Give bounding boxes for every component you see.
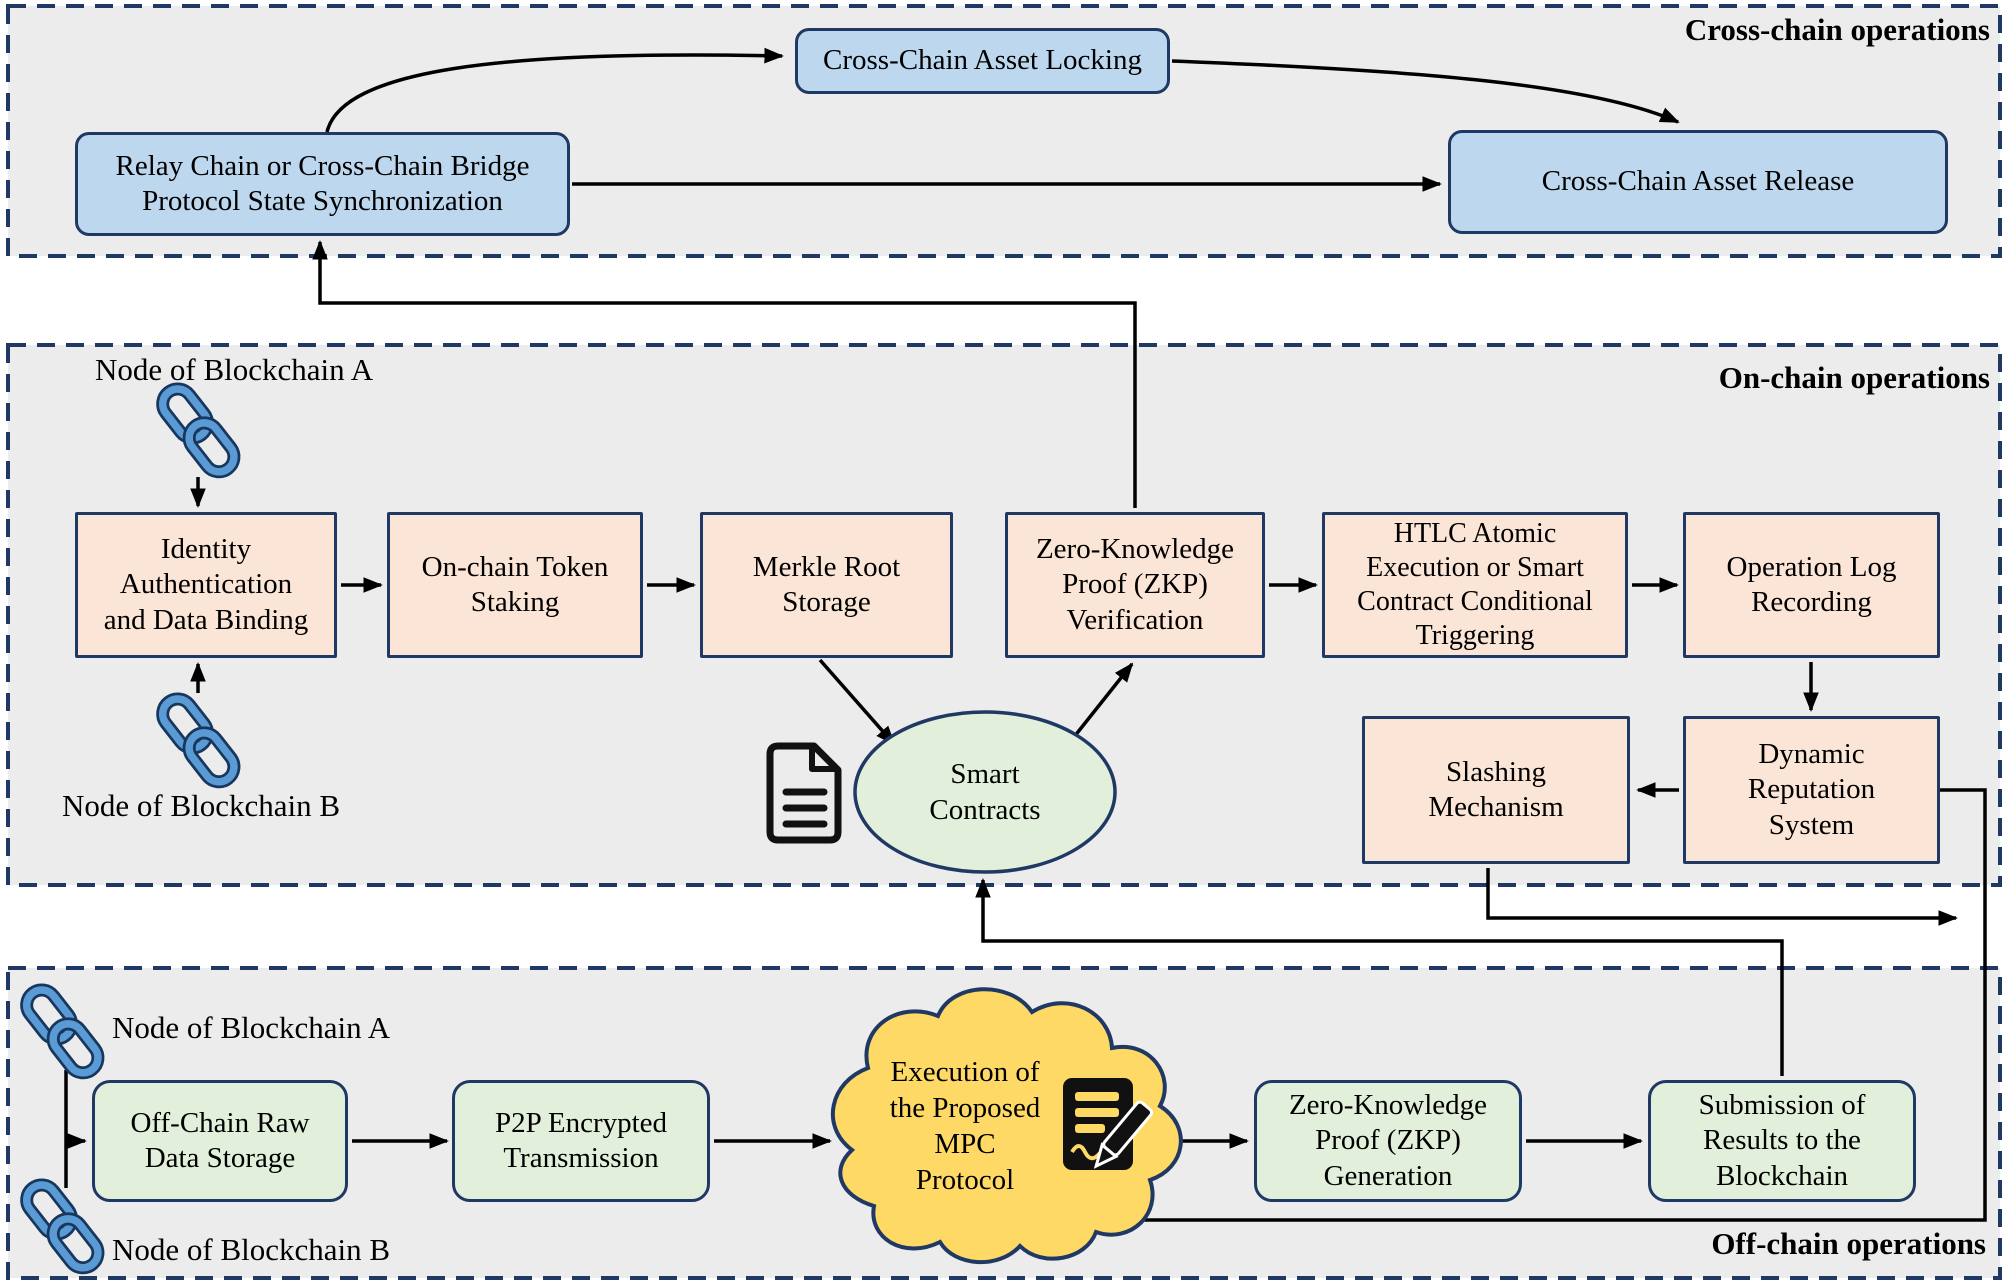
box-zkp-generation: Zero-Knowledge Proof (ZKP) Generation [1254,1080,1522,1202]
conn-submission-to-smartcontracts [975,878,1784,1076]
document-icon [766,742,842,844]
box-htlc-atomic-execution: HTLC Atomic Execution or Smart Contract … [1322,512,1628,658]
on-chain-section-label: On-chain operations [1718,360,1990,395]
conn-nodes-to-rawstorage [64,1070,85,1188]
box-cross-chain-asset-locking: Cross-Chain Asset Locking [795,28,1170,94]
conn-reputation-to-mpccloud [1106,788,1987,1228]
smart-contracts-ellipse [853,710,1117,874]
box-submission-of-results: Submission of Results to the Blockchain [1648,1080,1916,1202]
box-operation-log: Operation Log Recording [1683,512,1940,658]
box-relay-chain-sync: Relay Chain or Cross-Chain Bridge Protoc… [75,132,570,236]
conn-relay-to-locking [325,47,784,133]
box-dynamic-reputation: Dynamic Reputation System [1683,716,1940,864]
clipboard-pen-icon [1063,1078,1154,1170]
off-chain-node-a-label: Node of Blockchain A [112,1010,391,1045]
box-identity-authentication: Identity Authentication and Data Binding [75,512,337,658]
box-slashing-mechanism: Slashing Mechanism [1362,716,1630,864]
on-chain-node-a-label: Node of Blockchain A [95,352,374,387]
conn-zkpverify-to-relay [312,240,1137,508]
off-chain-node-b-label: Node of Blockchain B [112,1232,391,1267]
box-token-staking: On-chain Token Staking [387,512,643,658]
mpc-cloud [830,987,1183,1265]
box-p2p-encrypted-transmission: P2P Encrypted Transmission [452,1080,710,1202]
on-chain-node-b-label: Node of Blockchain B [62,788,341,823]
box-zkp-verification: Zero-Knowledge Proof (ZKP) Verification [1005,512,1265,658]
conn-merkle-to-smartcontracts [818,658,896,746]
conn-locking-to-release [1171,59,1680,124]
off-chain-section-label: Off-chain operations [1711,1226,1986,1261]
cross-chain-section-label: Cross-chain operations [1684,12,1990,47]
box-merkle-root-storage: Merkle Root Storage [700,512,953,658]
box-off-chain-raw-data-storage: Off-Chain Raw Data Storage [92,1080,348,1202]
conn-smartcontracts-to-zkpverify [1068,662,1134,744]
smart-contracts-label: Smart Contracts [929,757,1041,826]
box-cross-chain-asset-release: Cross-Chain Asset Release [1448,130,1948,234]
mpc-cloud-label: Execution of the Proposed MPC Protocol [889,1055,1041,1197]
conn-slashing-feedback [1486,868,1958,926]
